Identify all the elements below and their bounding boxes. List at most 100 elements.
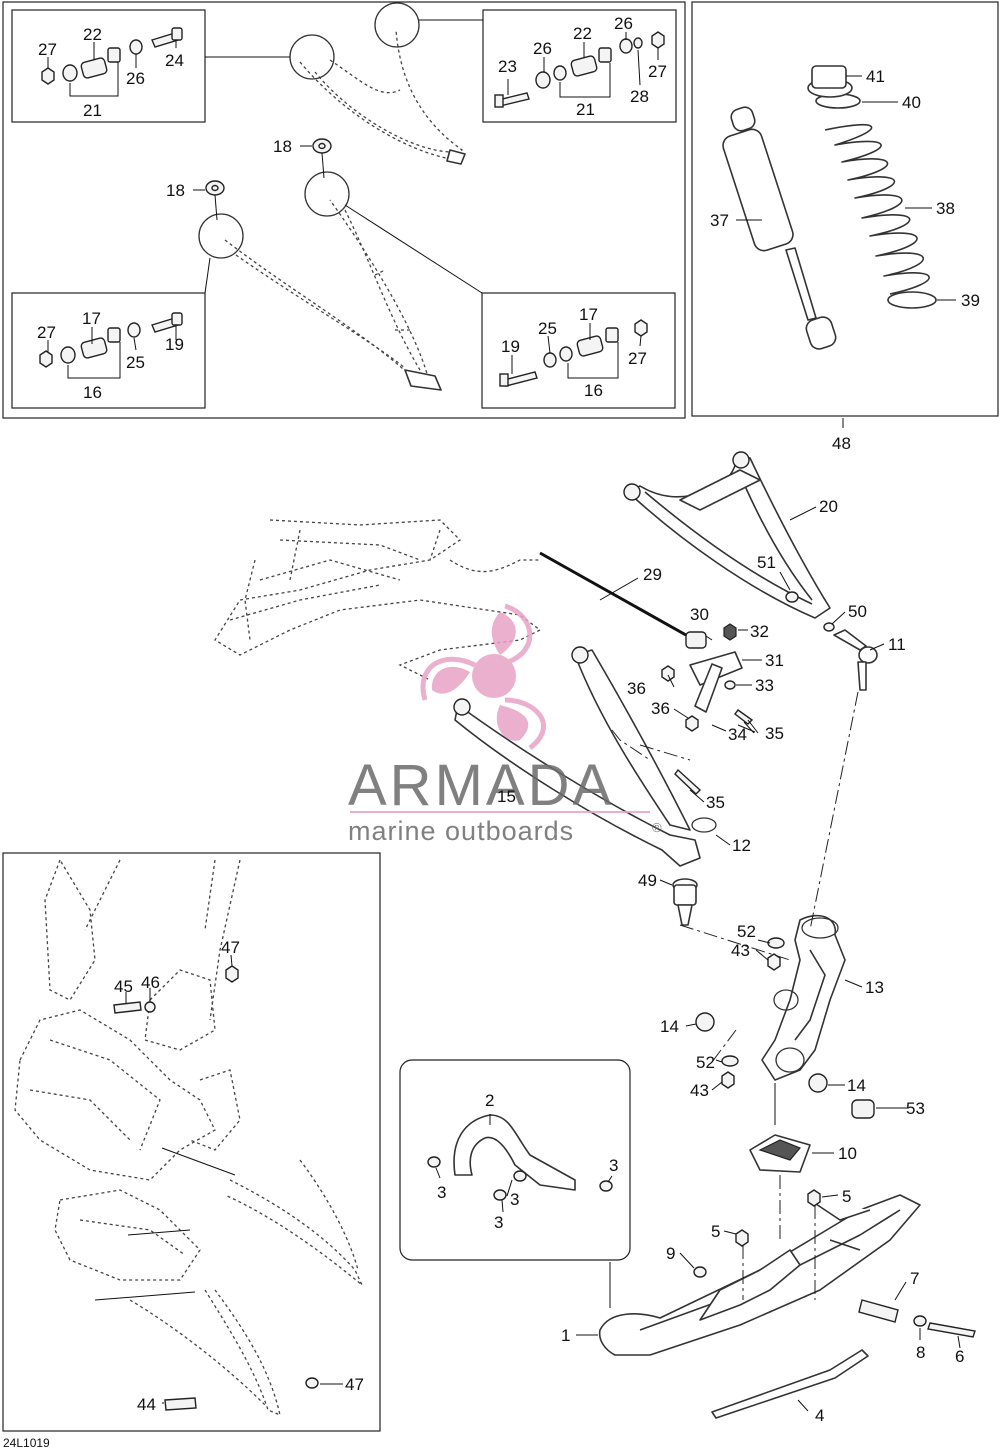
callout-45: 45 bbox=[114, 977, 133, 996]
callout-27: 27 bbox=[38, 40, 57, 59]
callout-43: 43 bbox=[690, 1081, 709, 1100]
bushing-kit-box-lower-right bbox=[481, 292, 676, 409]
lower-a-arm-15 bbox=[453, 646, 717, 867]
callout-3: 3 bbox=[437, 1183, 446, 1202]
stabilizer-bar-29 bbox=[539, 551, 687, 637]
callout-35: 35 bbox=[706, 793, 725, 812]
callout-36: 36 bbox=[627, 679, 646, 698]
callout-28: 28 bbox=[630, 87, 649, 106]
alignment-line bbox=[679, 924, 791, 961]
alignment-line bbox=[809, 691, 859, 931]
ski-pad-10 bbox=[749, 1134, 811, 1173]
callout-47: 47 bbox=[221, 938, 240, 957]
callout-12: 12 bbox=[732, 836, 751, 855]
callout-1: 1 bbox=[561, 1326, 570, 1345]
callout-27: 27 bbox=[628, 349, 647, 368]
leader-line bbox=[204, 257, 211, 294]
callout-5: 5 bbox=[842, 1187, 851, 1206]
callout-29: 29 bbox=[643, 565, 662, 584]
callout-2: 2 bbox=[485, 1091, 494, 1110]
callout-3: 3 bbox=[510, 1190, 519, 1209]
watermark-registered-mark: ® bbox=[652, 820, 662, 835]
callout-5: 5 bbox=[711, 1222, 720, 1241]
shock-assembly-frame bbox=[691, 1, 999, 417]
alignment-line bbox=[611, 729, 691, 761]
callout-17: 17 bbox=[82, 309, 101, 328]
coil-spring-38 bbox=[824, 123, 930, 295]
callout-27: 27 bbox=[648, 62, 667, 81]
armada-watermark: ARMADA marine outboards ® bbox=[348, 603, 662, 846]
callout-50: 50 bbox=[848, 602, 867, 621]
upper-a-arm-20 bbox=[623, 451, 835, 632]
ski-runner-4 bbox=[711, 1349, 869, 1419]
callout-31: 31 bbox=[765, 651, 784, 670]
callout-40: 40 bbox=[902, 93, 921, 112]
bushing-kit-parts-lower-right bbox=[499, 319, 648, 387]
callout-labels: 27 22 26 24 21 23 26 22 26 27 28 21 18 1… bbox=[37, 14, 980, 1425]
bracket-21 bbox=[69, 62, 119, 97]
callout-18: 18 bbox=[273, 137, 292, 156]
washer-18-lower bbox=[205, 180, 225, 196]
chassis-inset-frame bbox=[2, 852, 381, 1432]
watermark-brand: ARMADA bbox=[348, 753, 614, 818]
callout-53: 53 bbox=[906, 1099, 925, 1118]
ski-handle-2 bbox=[453, 1114, 576, 1191]
callout-22: 22 bbox=[83, 25, 102, 44]
bushing-kit-box-upper-left bbox=[11, 9, 206, 123]
bushing-kit-box-lower-left bbox=[11, 292, 206, 409]
armada-propeller-logo bbox=[420, 603, 546, 750]
bracket-21 bbox=[559, 63, 611, 98]
washer-18-upper bbox=[312, 138, 332, 154]
callout-36: 36 bbox=[651, 699, 670, 718]
bushing-kit-parts-lower-left bbox=[39, 312, 183, 368]
callout-19: 19 bbox=[165, 335, 184, 354]
callout-15: 15 bbox=[497, 787, 516, 806]
bracket-16 bbox=[67, 342, 121, 379]
callout-35: 35 bbox=[765, 724, 784, 743]
callout-32: 32 bbox=[750, 622, 769, 641]
tie-rod-end-11 bbox=[833, 629, 878, 691]
callout-4: 4 bbox=[815, 1406, 824, 1425]
spindle-13 bbox=[761, 914, 846, 1081]
drawing-code: 24L1019 bbox=[3, 1436, 50, 1450]
callout-19: 19 bbox=[501, 337, 520, 356]
shock-absorber-37 bbox=[722, 106, 837, 350]
callout-25: 25 bbox=[126, 353, 145, 372]
callout-11: 11 bbox=[888, 635, 906, 654]
bushing-kit-box-upper-right bbox=[482, 9, 677, 123]
callout-30: 30 bbox=[690, 605, 709, 624]
callout-8: 8 bbox=[916, 1343, 925, 1362]
stabilizer-linkage bbox=[661, 623, 754, 795]
watermark-tagline: marine outboards bbox=[348, 816, 574, 846]
a-arm-detail-frame bbox=[2, 1, 686, 419]
callout-41: 41 bbox=[866, 67, 885, 86]
callout-27: 27 bbox=[37, 323, 56, 342]
callout-20: 20 bbox=[819, 497, 838, 516]
callout-17: 17 bbox=[579, 305, 598, 324]
callout-16: 16 bbox=[584, 381, 603, 400]
bushing-kit-parts-upper-left bbox=[41, 27, 183, 85]
leader-line bbox=[344, 204, 483, 294]
callout-14: 14 bbox=[847, 1076, 866, 1095]
callout-14: 14 bbox=[660, 1017, 679, 1036]
callout-3: 3 bbox=[494, 1213, 503, 1232]
callout-52: 52 bbox=[696, 1053, 715, 1072]
retainer-41 bbox=[807, 65, 853, 98]
spring-seat-39 bbox=[887, 291, 937, 309]
callout-16: 16 bbox=[83, 383, 102, 402]
callout-44: 44 bbox=[137, 1395, 156, 1414]
frame-outline-background bbox=[214, 519, 542, 681]
arrow-line bbox=[214, 194, 218, 221]
callout-13: 13 bbox=[865, 978, 884, 997]
callout-26: 26 bbox=[126, 69, 145, 88]
alignment-line bbox=[711, 1029, 737, 1063]
callout-46: 46 bbox=[141, 973, 160, 992]
callout-3: 3 bbox=[609, 1156, 618, 1175]
callout-24: 24 bbox=[165, 51, 184, 70]
callout-48: 48 bbox=[832, 434, 851, 453]
callout-33: 33 bbox=[755, 676, 774, 695]
callout-9: 9 bbox=[666, 1244, 675, 1263]
callout-51: 51 bbox=[757, 553, 776, 572]
callout-26: 26 bbox=[533, 39, 552, 58]
